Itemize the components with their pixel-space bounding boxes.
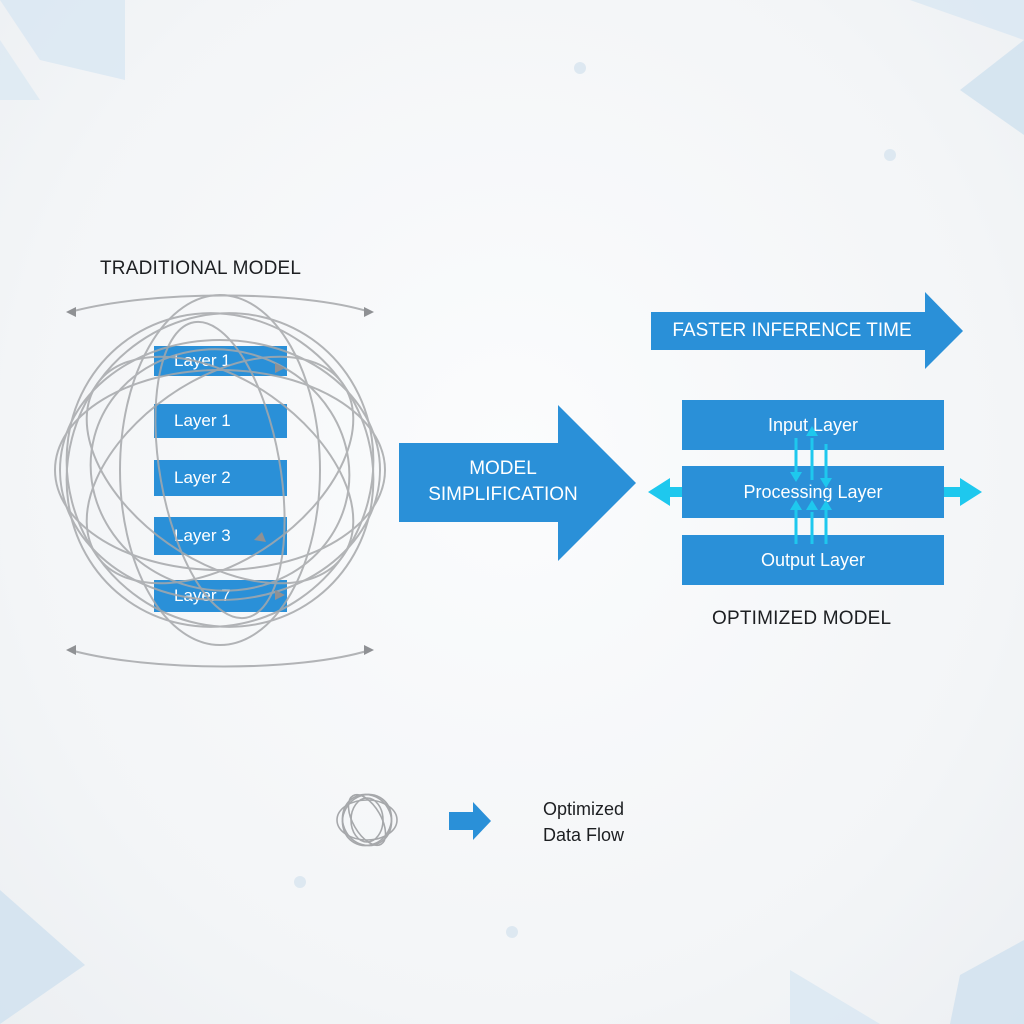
loop — [85, 355, 355, 585]
simplification-line2: SIMPLIFICATION — [428, 484, 578, 505]
dot — [506, 926, 518, 938]
loop — [341, 793, 393, 847]
legend-graphic — [336, 793, 491, 847]
arrowhead-up — [806, 426, 818, 436]
up-down-arrows — [794, 438, 828, 544]
loop — [89, 348, 351, 592]
traditional-layer: Layer 2 — [154, 460, 287, 496]
arrowhead-up — [806, 500, 818, 510]
legend-tangle-icon — [336, 793, 398, 847]
legend-line2: Data Flow — [543, 825, 625, 845]
layer-label: Layer 1 — [174, 411, 231, 430]
simplification-arrow — [399, 405, 636, 561]
arrowhead — [275, 363, 285, 373]
arrowhead-up — [820, 500, 832, 510]
loop — [85, 355, 355, 585]
arrowhead — [66, 645, 76, 655]
processing-layer-label: Processing Layer — [743, 481, 883, 502]
traditional-layer: Layer 1 — [154, 404, 287, 438]
legend-line1: Optimized — [543, 799, 625, 819]
loop — [336, 799, 398, 841]
corner-shape-top-left-small — [0, 40, 40, 100]
arrowhead — [254, 532, 266, 542]
loop — [347, 793, 387, 847]
faster-inference-label: FASTER INFERENCE TIME — [672, 320, 912, 341]
layer-label: Layer 2 — [174, 468, 231, 487]
loop — [59, 339, 381, 601]
loop-bottom — [69, 649, 371, 668]
arrowhead — [364, 645, 374, 655]
arrowhead-down — [790, 472, 802, 482]
arrowhead-down — [820, 478, 832, 488]
traditional-model-title: TRADITIONAL MODEL — [100, 258, 302, 279]
tangle-loops — [54, 294, 386, 668]
loop — [350, 797, 384, 843]
corner-shape-bottom-right — [790, 970, 880, 1024]
arrowhead — [66, 307, 76, 317]
optimized-model-title: OPTIMIZED MODEL — [712, 608, 892, 629]
simplification-line1: MODEL — [469, 458, 537, 479]
legend-arrow-icon — [449, 802, 491, 840]
loop-top — [69, 294, 371, 313]
legend-label: Optimized Data Flow — [543, 796, 624, 848]
corner-shape-top-right-b — [960, 40, 1024, 135]
dot — [574, 62, 586, 74]
corner-shape-bottom-right-b — [950, 940, 1024, 1024]
input-layer-label: Input Layer — [767, 414, 859, 435]
output-layer-label: Output Layer — [760, 549, 866, 570]
corner-shape-bottom-left — [0, 890, 85, 1024]
up-down-arrowheads — [790, 426, 832, 510]
arrowhead — [275, 590, 285, 600]
dot — [884, 149, 896, 161]
corner-shape-top-left — [0, 0, 125, 80]
arrowhead — [364, 307, 374, 317]
model-simplification-label: MODEL SIMPLIFICATION — [405, 456, 601, 508]
tangle-arrowheads — [66, 307, 374, 655]
loop — [341, 793, 393, 847]
dot — [294, 876, 306, 888]
arrowhead-up — [790, 500, 802, 510]
loop — [154, 320, 286, 620]
loop — [54, 369, 386, 571]
layer-label: Layer 1 — [174, 351, 231, 370]
faster-inference-arrow — [651, 292, 963, 369]
layer-label: Layer 3 — [174, 526, 231, 545]
corner-shape-top-right — [910, 0, 1024, 40]
